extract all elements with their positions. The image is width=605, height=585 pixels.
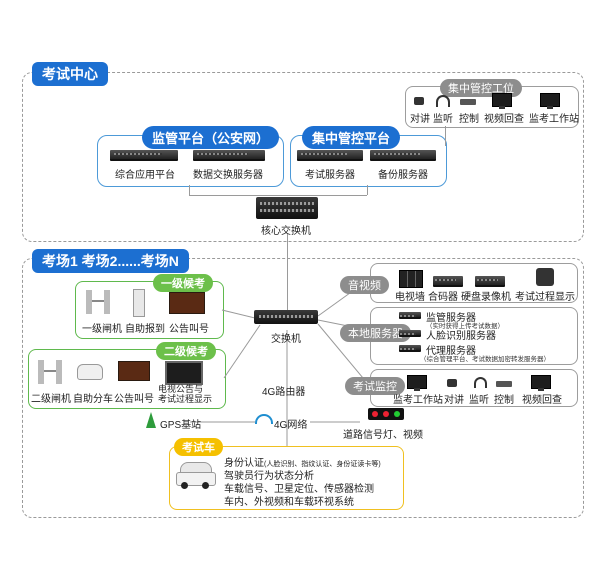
audio-video-item-1: 合码器 [428,292,458,303]
data-exchange-server [193,150,265,161]
monitoring-item-2: 监听 [469,395,489,406]
gate-icon [86,290,112,314]
workstation-item-1: 监听 [433,114,453,125]
local-server-2-note: （综合管理平台、考试数据加密转发服务器） [420,356,550,363]
backup-server [370,150,436,161]
car-icon [77,364,103,380]
local-server-1-name: 人脸识别服务器 [426,331,496,342]
local-server-2-name: 代理服务器 [426,346,476,357]
workstation-item-2: 控制 [459,114,479,125]
trunk-line [287,234,288,310]
notice-board2-icon [118,361,150,381]
intercom-icon [414,97,424,105]
audio-video-item-3: 考试过程显示 [515,292,575,303]
local-server-0-name: 监管服务器 [426,313,476,324]
exam-server [297,150,363,161]
exam-center-title: 考试中心 [32,62,108,86]
exam-car-icon [176,462,216,490]
connector-bus [189,195,367,196]
proxy-server-icon [399,345,421,352]
monitoring-item-0: 监考工作站 [393,395,443,406]
local-server-tag: 本地服务器 [340,324,411,342]
video-wall-icon [399,270,423,288]
workstation-monitor-icon [540,93,560,109]
switch-label: 交换机 [271,334,301,345]
supervision-item-0: 综合应用平台 [115,170,175,181]
exam-field-region [22,258,584,518]
gps-tower-icon [146,412,156,428]
monitoring-intercom-icon [447,379,457,387]
supervision-item-1: 数据交换服务器 [193,170,263,181]
wifi-icon [255,414,273,424]
notice-board-icon [169,292,205,314]
connector-supervision [189,185,190,195]
app-platform-server [110,150,178,161]
level1-tag: 一级候考 [153,274,213,292]
exam-car-item-0-note: (人脸识别、指纹认证、身份证读卡等) [264,461,381,468]
monitoring-item-1: 对讲 [444,395,464,406]
kiosk-icon [133,289,145,317]
monitoring-headphone-icon [474,377,487,388]
keyboard-icon [460,99,476,105]
audio-video-item-0: 电视墙 [395,292,425,303]
supervision-server-icon [399,312,421,319]
connector-control [367,185,368,195]
exam-car-item-3: 车内、外视频和车载环视系统 [224,497,354,508]
workstation-tag: 集中管控工位 [440,79,522,97]
exam-car-item-1: 驾驶员行为状态分析 [224,471,314,482]
level2-item-1: 自助分车 [73,394,113,405]
monitoring-item-4: 视频回查 [522,395,562,406]
supervision-platform-title: 监管平台（公安网） [142,126,280,149]
tv-icon [165,361,203,385]
workstation-item-4: 监考工作站 [529,114,579,125]
level1-item-0: 一级闸机 [82,324,122,335]
gate2-icon [38,360,64,384]
connector-to-workstation [445,126,446,146]
road-signal-label: 道路信号灯、视频 [343,430,423,441]
switch-icon [254,310,318,324]
level2-item-3: 电视公告与 考试过程显示 [158,384,213,404]
exam-center-region [22,72,584,242]
level2-item-0: 二级闸机 [31,394,71,405]
exam-car-item-0-text: 身份认证 [224,458,264,469]
encoder-icon [433,276,463,287]
control-platform-title: 集中管控平台 [302,126,401,149]
monitoring-video-icon [531,375,551,391]
core-switch-icon [256,197,318,219]
monitoring-keyboard-icon [496,381,512,387]
dvr-icon [475,276,505,287]
exam-field-title: 考场1 考场2......考场N [32,249,189,273]
audio-video-tag: 音视频 [340,276,389,294]
level1-item-2: 公告叫号 [169,324,209,335]
monitoring-workstation-icon [407,375,427,391]
workstation-item-0: 对讲 [410,114,430,125]
control-item-1: 备份服务器 [378,170,428,181]
core-switch-label: 核心交换机 [261,226,311,237]
control-item-0: 考试服务器 [305,170,355,181]
audio-video-item-2: 硬盘录像机 [461,292,511,303]
headphone-icon [436,95,450,107]
exam-display-icon [536,268,554,286]
level1-item-1: 自助报到 [125,324,165,335]
video-monitor-icon [492,93,512,109]
router-label: 4G路由器 [262,387,306,398]
exam-car-tag: 考试车 [174,438,223,456]
exam-car-item-2: 车载信号、卫星定位、传感器检测 [224,484,374,495]
local-server-0-note: （实时获得上传考试数据） [426,323,504,330]
monitoring-item-3: 控制 [494,395,514,406]
workstation-item-3: 视频回查 [484,114,524,125]
traffic-light-icon [368,408,404,420]
level2-tag: 二级候考 [156,342,216,360]
network-label: 4G网络 [274,420,308,431]
monitoring-tag: 考试监控 [345,377,405,395]
face-server-icon [399,330,421,337]
gps-label: GPS基站 [160,420,202,431]
level2-item-2: 公告叫号 [114,394,154,405]
exam-car-item-0: 身份认证(人脸识别、指纹认证、身份证读卡等) [224,454,381,469]
